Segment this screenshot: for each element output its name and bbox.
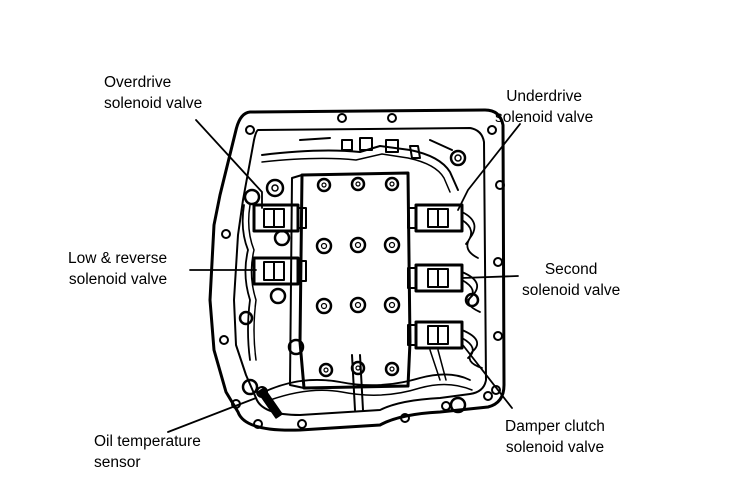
label-second-solenoid-valve: Second solenoid valve	[522, 259, 620, 301]
label-line: solenoid valve	[495, 109, 594, 126]
label-line: Low & reverse	[68, 250, 168, 267]
label-oil-temperature-sensor: Oil temperature sensor	[94, 431, 201, 473]
body-bolts	[238, 188, 480, 414]
label-low-reverse-solenoid-valve: Low & reverse solenoid valve	[68, 248, 167, 290]
label-damper-clutch-solenoid-valve: Damper clutch solenoid valve	[505, 416, 605, 458]
left-harness	[241, 204, 251, 361]
right-harness	[461, 211, 479, 259]
oil-temp-sensor-shape	[256, 386, 283, 419]
label-line: Second	[544, 261, 598, 278]
label-line: Oil temperature	[94, 433, 201, 450]
label-line: Overdrive	[104, 74, 172, 91]
central-plate	[298, 171, 412, 390]
overdrive-solenoid-shape	[252, 203, 307, 233]
second-solenoid-shape	[407, 263, 464, 293]
label-line: Damper clutch	[505, 418, 605, 435]
damper-solenoid-shape	[407, 320, 464, 350]
inner-contour	[233, 127, 487, 416]
label-line: Underdrive	[506, 88, 583, 105]
low-reverse-solenoid-shape	[252, 256, 307, 286]
leader-lines	[167, 119, 521, 433]
label-line: solenoid valve	[522, 282, 621, 299]
label-overdrive-solenoid-valve: Overdrive solenoid valve	[104, 72, 202, 114]
underdrive-solenoid-shape	[407, 203, 464, 233]
label-line: sensor	[94, 454, 141, 471]
label-line: solenoid valve	[68, 271, 168, 288]
label-line: solenoid valve	[104, 95, 203, 112]
plate-bolts	[315, 176, 401, 378]
housing-bolts	[219, 113, 505, 429]
housing-outline	[208, 108, 506, 432]
label-line: solenoid valve	[505, 439, 605, 456]
label-underdrive-solenoid-valve: Underdrive solenoid valve	[495, 86, 593, 128]
